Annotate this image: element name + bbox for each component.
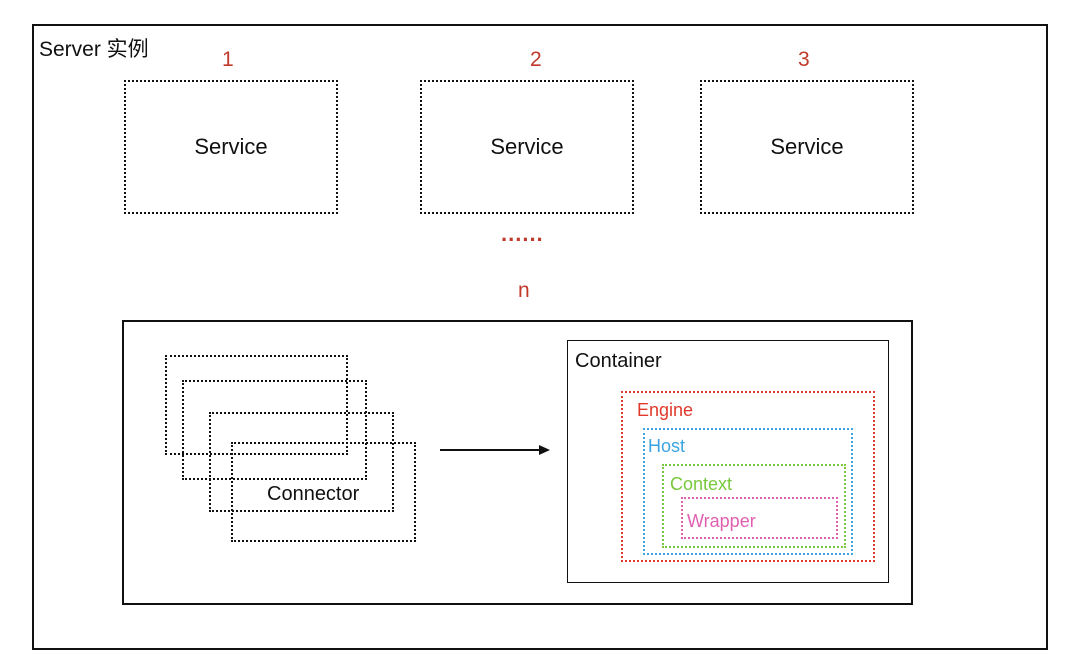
- container-frame: [567, 340, 889, 583]
- service-2-number: 2: [530, 48, 542, 71]
- container-title: Container: [575, 350, 662, 372]
- service-3-box: Service: [700, 80, 914, 214]
- host-label: Host: [648, 436, 686, 456]
- connector-box-2: [182, 380, 367, 480]
- service-1-number: 1: [222, 48, 234, 71]
- host-box: [643, 428, 853, 555]
- service-1-box: Service: [124, 80, 338, 214]
- service-detail-frame: [122, 320, 913, 605]
- service-n-label: n: [518, 279, 530, 302]
- service-3-number: 3: [798, 48, 810, 71]
- connector-box-1: [165, 355, 348, 455]
- wrapper-box: [681, 497, 838, 539]
- context-label: Context: [670, 474, 733, 494]
- engine-box: [621, 391, 875, 562]
- connector-box-3: [209, 412, 394, 512]
- connector-box-4: [231, 442, 416, 542]
- service-2-label: Service: [490, 134, 564, 159]
- context-box: [662, 464, 846, 548]
- connector-label: Connector: [266, 483, 361, 505]
- connector-to-container-arrow: [440, 445, 550, 455]
- service-1-label: Service: [194, 134, 268, 159]
- service-ellipsis: ......: [501, 221, 544, 246]
- server-instance-title: Server 实例: [39, 38, 149, 61]
- engine-label: Engine: [637, 400, 694, 420]
- service-3-label: Service: [770, 134, 844, 159]
- service-2-box: Service: [420, 80, 634, 214]
- arrow-head: [539, 445, 550, 455]
- wrapper-label: Wrapper: [687, 511, 756, 531]
- server-instance-frame: [32, 24, 1048, 650]
